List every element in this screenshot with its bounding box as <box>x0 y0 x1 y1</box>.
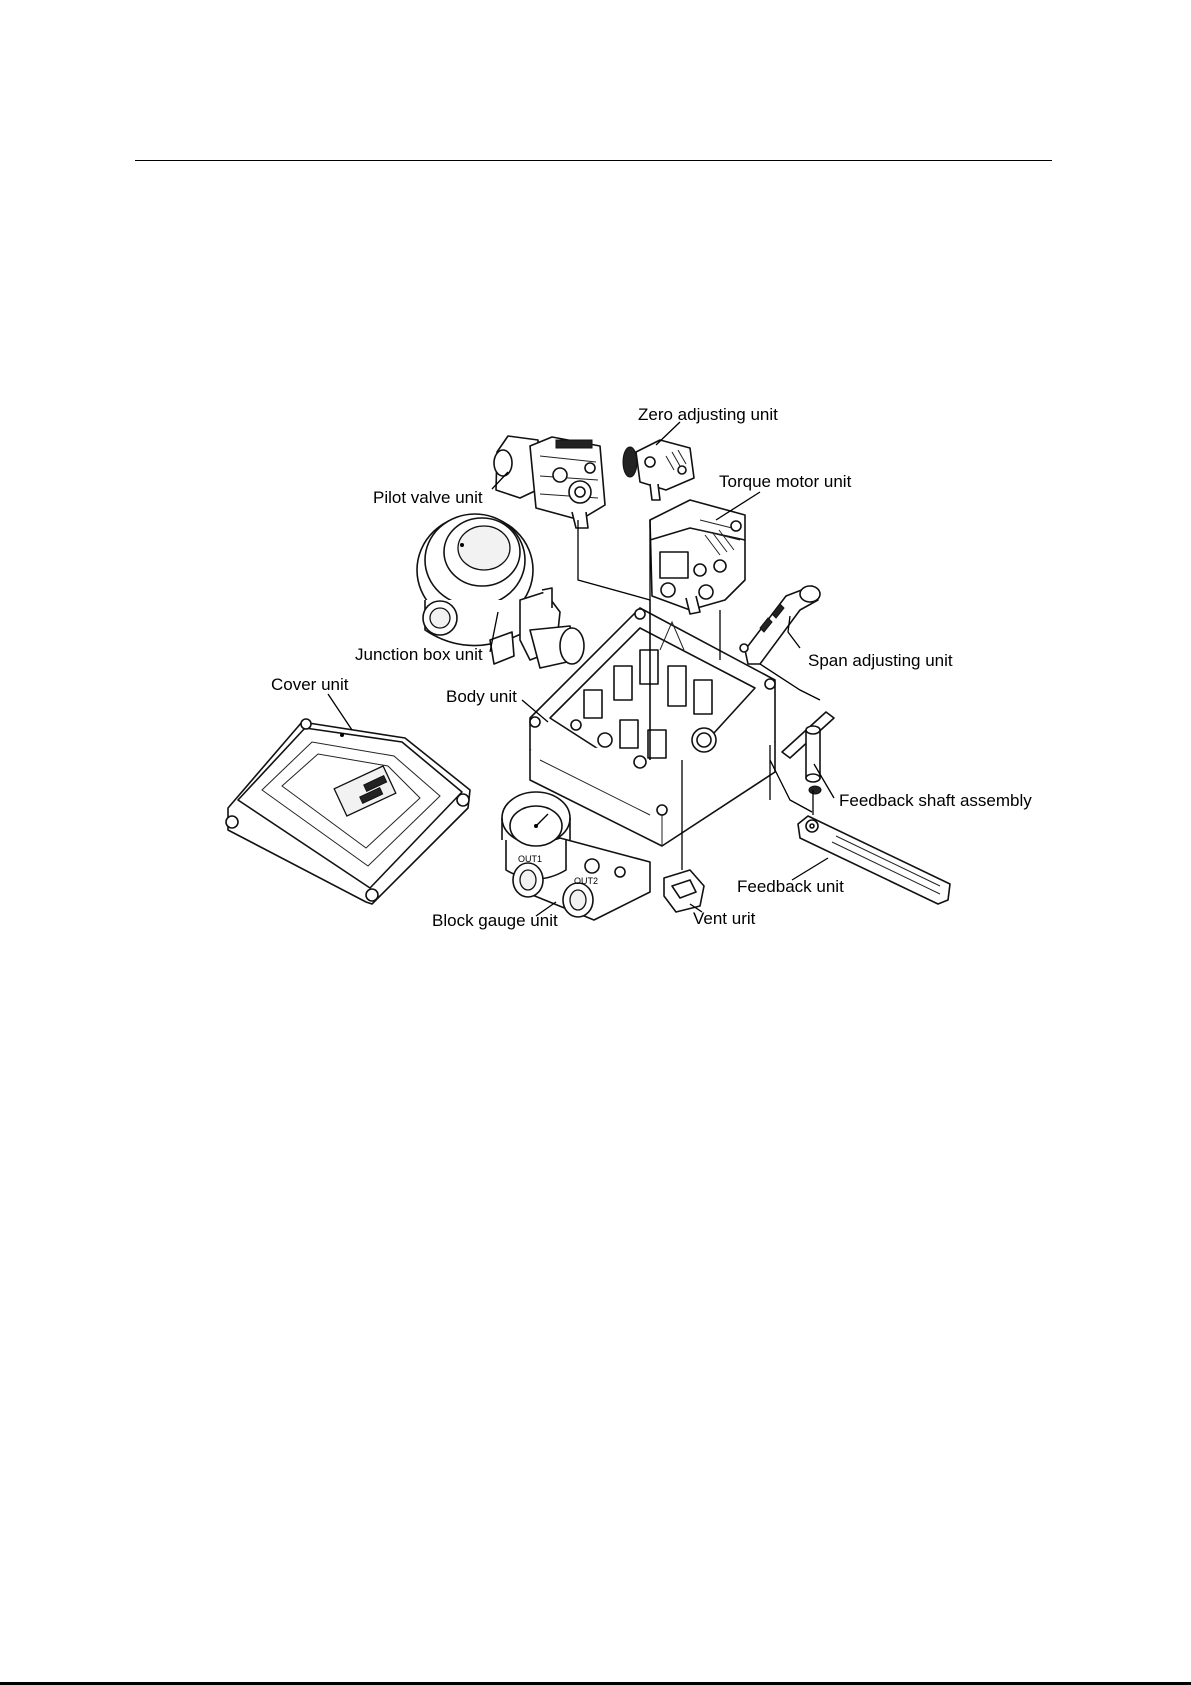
vent-unit-part <box>664 846 704 912</box>
label-feedback-shaft-assembly: Feedback shaft assembly <box>839 791 1032 810</box>
label-torque-motor-unit: Torque motor unit <box>719 472 852 491</box>
torque-motor-part <box>650 500 745 614</box>
zero-adjusting-part <box>623 440 694 500</box>
label-pilot-valve-unit: Pilot valve unit <box>373 488 483 507</box>
out2-marking: OUT2 <box>574 876 598 886</box>
cover-unit-part <box>226 719 470 904</box>
label-cover-unit: Cover unit <box>271 675 349 694</box>
label-block-gauge-unit: Block gauge unit <box>432 911 558 930</box>
label-vent-unit: Vent urit <box>693 909 756 928</box>
label-body-unit: Body unit <box>446 687 517 706</box>
label-span-adjusting-unit: Span adjusting unit <box>808 651 953 670</box>
label-feedback-unit: Feedback unit <box>737 877 844 896</box>
label-junction-box-unit: Junction box unit <box>355 645 483 664</box>
out1-marking: OUT1 <box>518 854 542 864</box>
pilot-valve-part <box>494 436 605 528</box>
label-zero-adjusting-unit: Zero adjusting unit <box>638 405 778 424</box>
feedback-shaft-part <box>782 712 834 794</box>
